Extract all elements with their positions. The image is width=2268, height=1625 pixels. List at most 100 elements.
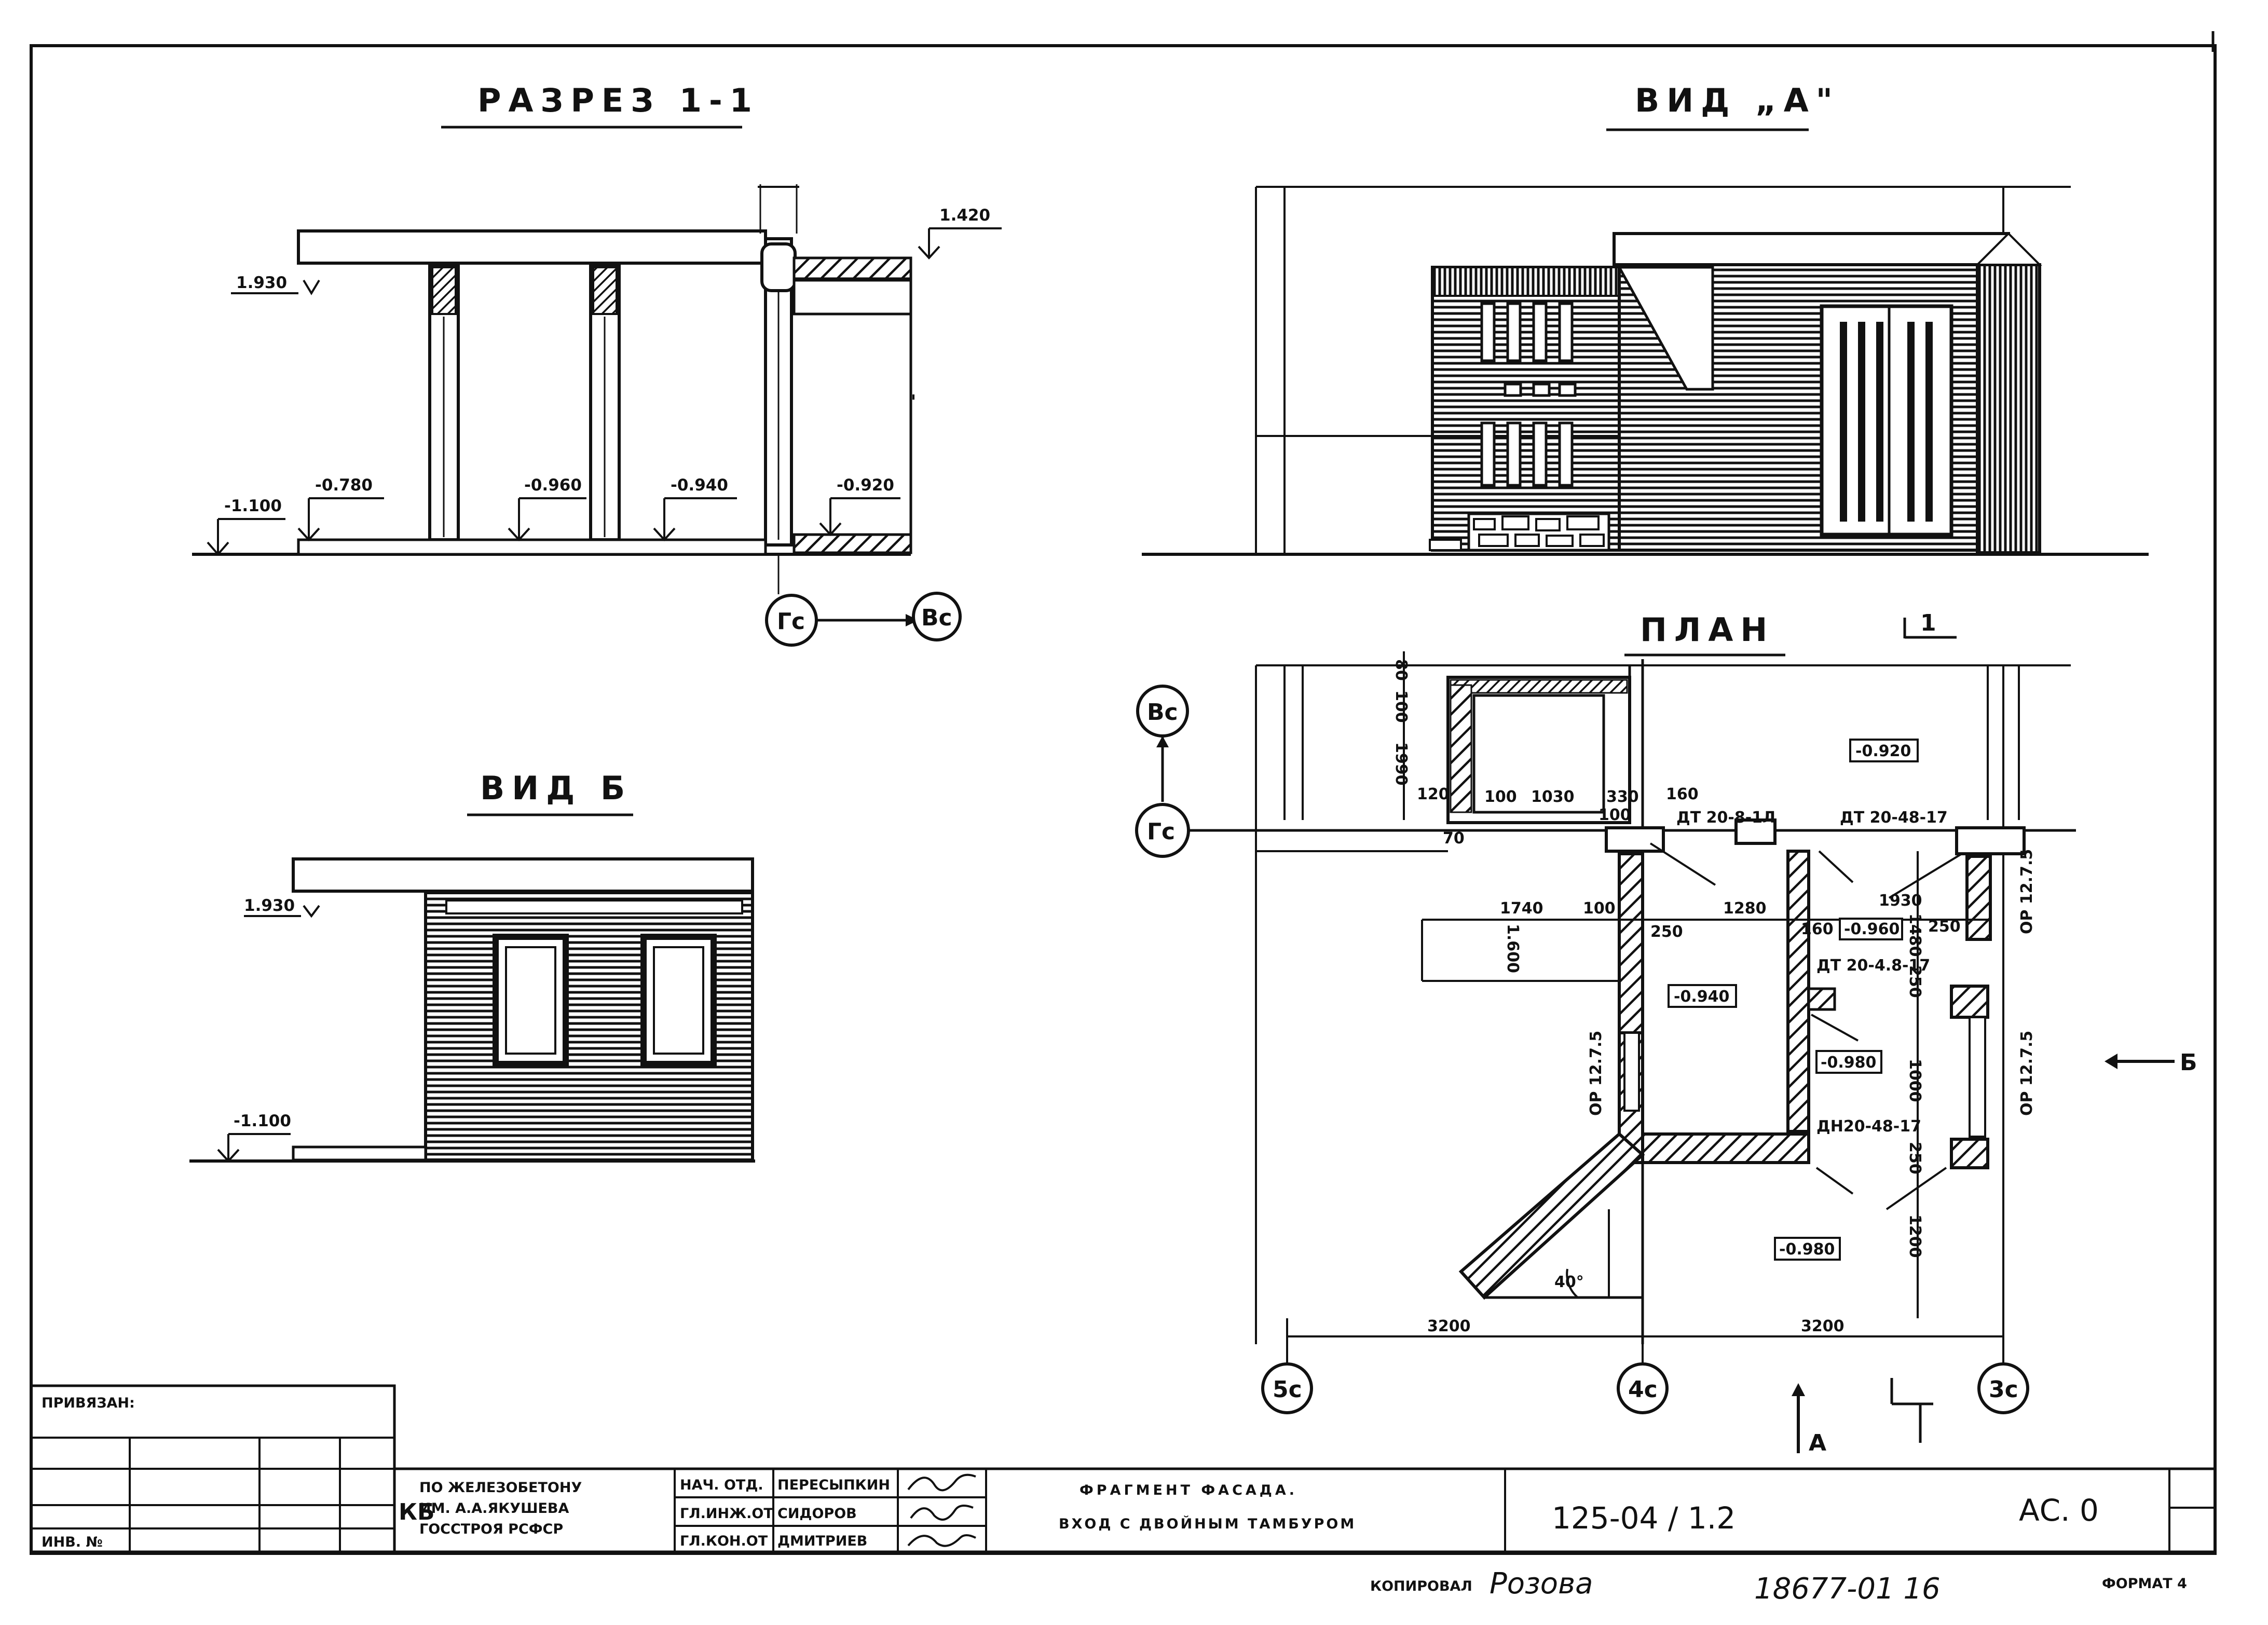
view-b-window-2-inner (653, 946, 704, 1055)
dim-top-1030: 1030 (1531, 788, 1575, 806)
plan-wall-left-window (1623, 1032, 1640, 1112)
axis-label-gs: Гс (777, 608, 805, 635)
leader-5 (1815, 1167, 1854, 1195)
view-b-level-minus1100: -1.100 (217, 1112, 291, 1163)
plan-vestibule-wall-left (1450, 684, 1472, 813)
view-a-win-7 (1532, 421, 1548, 487)
axis-label-vs: Вс (921, 605, 952, 631)
archive-number: 18677-01 16 (1754, 1572, 1941, 1606)
plan-level-0960: -0.960 (1839, 918, 1903, 940)
plan-wall-right-3 (1950, 1138, 1989, 1169)
leader-3 (1888, 853, 1963, 899)
view-a-win-3 (1532, 302, 1548, 362)
view-a-vent-1 (1504, 383, 1522, 397)
dim-right-250b: 250 (1906, 1142, 1924, 1175)
attached-label: ПРИВЯЗАН: (42, 1395, 135, 1411)
plan-wall-right-window (1969, 1016, 1986, 1138)
plan-axis-arrow-v-head (1156, 736, 1169, 747)
level-minus1100: -1.100 (207, 497, 285, 556)
plan-wall-inner (1786, 850, 1810, 1133)
view-a-roof (1613, 232, 2010, 266)
plan-axis-label-gs: Гс (1147, 818, 1175, 845)
leader-6 (1886, 1167, 1947, 1210)
right-floor-slab (793, 533, 912, 554)
role-3: ГЛ.КОН.ОТ (680, 1533, 768, 1549)
dim-top-100b: 100 (1598, 806, 1631, 824)
plan-axis-label-5: 5с (1273, 1376, 1302, 1403)
plan-axis-bubble-5 (1261, 1362, 1313, 1414)
sheet-frame (30, 44, 2217, 1555)
plan-axis-bubble-4 (1617, 1362, 1669, 1414)
plan-post-1 (1605, 826, 1665, 853)
level-minus0960: -0.960 (508, 476, 586, 541)
view-a: ВИД „А" (1142, 81, 2149, 556)
svg-text:1.420: 1.420 (939, 206, 990, 225)
door-label-1: ДТ 20-8-1Л (1676, 809, 1775, 827)
plan-wall-right-2 (1950, 985, 1989, 1019)
plan: ПЛАН 1 (1135, 610, 2197, 1456)
view-a-door-glass-4 (1907, 322, 1915, 522)
svg-text:-0.940: -0.940 (671, 476, 728, 495)
dim-mid-250: 250 (1650, 923, 1683, 941)
plan-angle-arc (1566, 1268, 1579, 1299)
view-b-window-1-inner (505, 946, 556, 1055)
org-logo: КБ (399, 1499, 435, 1525)
dim-vert-80: 80 (1392, 659, 1410, 681)
sheet-code: АС. 0 (2019, 1493, 2099, 1528)
dim-right-1000: 1000 (1906, 1059, 1924, 1102)
view-b-title: ВИД Б (480, 769, 632, 807)
dim-mid-1740: 1740 (1500, 899, 1543, 918)
dim-vert-1990: 1990 (1392, 742, 1410, 786)
column-2-cap (592, 266, 618, 315)
format-label: ФОРМАТ 4 (2102, 1576, 2187, 1592)
dim-mid-160: 160 (1801, 920, 1834, 938)
section-1-1: РАЗРЕЗ 1-1 1.930 (192, 81, 1002, 647)
plan-angle-label: 40° (1554, 1273, 1584, 1291)
plan-axis-label-vs: Вс (1147, 699, 1178, 726)
door-label-2: ДТ 20-48-17 (1840, 809, 1948, 827)
signature-1 (907, 1473, 976, 1492)
view-a-stones (1473, 515, 1605, 547)
view-b-cornice (445, 899, 743, 914)
svg-text:-0.940: -0.940 (1674, 988, 1729, 1006)
leader-4 (1811, 1014, 1859, 1042)
name-2: СИДОРОВ (777, 1506, 857, 1522)
axis-arrow-head (906, 614, 919, 626)
plan-level-0980b: -0.980 (1774, 1237, 1841, 1261)
window-label-3: ОР 12.7.5 (2018, 1031, 2036, 1116)
dim-bottom-3200b: 3200 (1801, 1317, 1845, 1335)
svg-text:-1.100: -1.100 (224, 497, 282, 515)
drawing-title-1: ФРАГМЕНТ ФАСАДА. (1080, 1482, 1297, 1498)
section-title: РАЗРЕЗ 1-1 (477, 81, 759, 119)
level-1930: 1.930 (231, 274, 320, 295)
column-1-cap (431, 266, 457, 315)
plan-post-3 (1955, 826, 2026, 855)
view-a-win-4 (1558, 302, 1574, 362)
wall-axis-head (760, 242, 797, 292)
svg-text:-0.920: -0.920 (1855, 742, 1911, 760)
level-minus0780: -0.780 (297, 476, 384, 541)
plan-axis-bubble-3 (1977, 1362, 2029, 1414)
dim-bottom-3200a: 3200 (1427, 1317, 1471, 1335)
view-a-arrow-label: А (1809, 1430, 1826, 1456)
project-code: 125-04 / 1.2 (1552, 1500, 1736, 1536)
view-a-win-8 (1558, 421, 1574, 487)
right-beam (793, 279, 912, 316)
view-b-roof (292, 857, 754, 893)
plan-door-inner (1807, 987, 1836, 1011)
plan-axis-label-4: 4с (1628, 1376, 1658, 1403)
plan-level-0920: -0.920 (1849, 739, 1919, 762)
view-a-side-wall (1976, 263, 2041, 554)
view-a-win-1 (1480, 302, 1496, 362)
view-a-arrow-head (1792, 1383, 1805, 1396)
floor-left (297, 538, 767, 556)
window-label-1: ОР 12.7.5 (1587, 1031, 1605, 1116)
stamp-box (393, 1467, 2217, 1553)
dim-mid-1930: 1930 (1879, 892, 1922, 910)
plan-vestibule-wall-top (1450, 679, 1628, 694)
plan-wall-bottom (1641, 1132, 1810, 1164)
view-a-left-top (1431, 266, 1620, 297)
dim-small-1600: 1.600 (1504, 924, 1522, 973)
org-line-1: ПО ЖЕЛЕЗОБЕТОНУ (419, 1480, 582, 1496)
